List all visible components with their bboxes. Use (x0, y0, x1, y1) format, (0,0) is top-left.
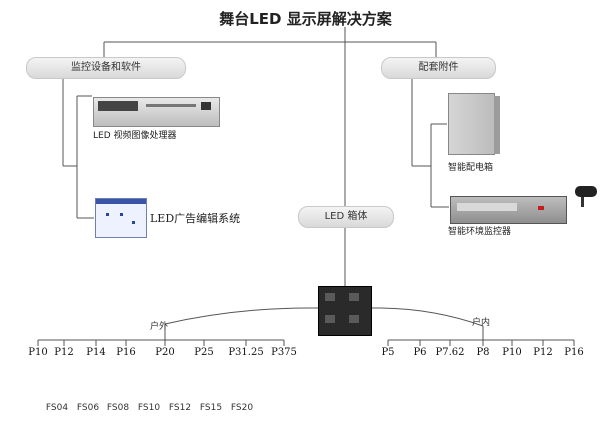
fs-model: FS06 (76, 403, 100, 413)
outdoor-model: P16 (116, 347, 136, 358)
fs-model: FS04 (45, 403, 69, 413)
indoor-model: P12 (533, 347, 553, 358)
outdoor-model: P25 (194, 347, 214, 358)
indoor-model: P6 (413, 347, 427, 358)
outdoor-model: P12 (54, 347, 74, 358)
led-cabinet-icon (318, 286, 372, 336)
diagram-title: 舞台LED 显示屏解决方案 (219, 10, 392, 28)
outdoor-model: P31.25 (228, 347, 264, 358)
outdoor-model: P10 (28, 347, 48, 358)
fs-model: FS12 (168, 403, 192, 413)
indoor-model: P5 (381, 347, 395, 358)
indoor-model: P16 (564, 347, 584, 358)
indoor-label: 户内 (472, 318, 491, 328)
environment-monitor-icon (450, 196, 567, 224)
indoor-model: P7.62 (435, 347, 465, 358)
outdoor-model: P375 (271, 347, 297, 358)
camera-icon (571, 184, 597, 207)
software-label: LED广告编辑系统 (150, 212, 241, 225)
center-label: LED 箱体 (298, 206, 394, 228)
fs-model: FS15 (199, 403, 223, 413)
right-branch-label: 配套附件 (381, 57, 496, 79)
indoor-model: P10 (502, 347, 522, 358)
outdoor-label: 户外 (150, 322, 169, 332)
fs-model: FS20 (230, 403, 254, 413)
outdoor-model: P14 (86, 347, 106, 358)
video-processor-label: LED 视频图像处理器 (93, 131, 177, 141)
software-window-icon (95, 198, 147, 238)
indoor-model: P8 (476, 347, 490, 358)
fs-model: FS08 (106, 403, 130, 413)
video-processor-icon (93, 97, 220, 127)
fs-model: FS10 (137, 403, 161, 413)
environment-monitor-label: 智能环境监控器 (448, 227, 512, 237)
power-box-label: 智能配电箱 (448, 163, 494, 173)
outdoor-model: P20 (155, 347, 175, 358)
power-distribution-box-icon (448, 93, 500, 155)
left-branch-label: 监控设备和软件 (26, 57, 186, 79)
